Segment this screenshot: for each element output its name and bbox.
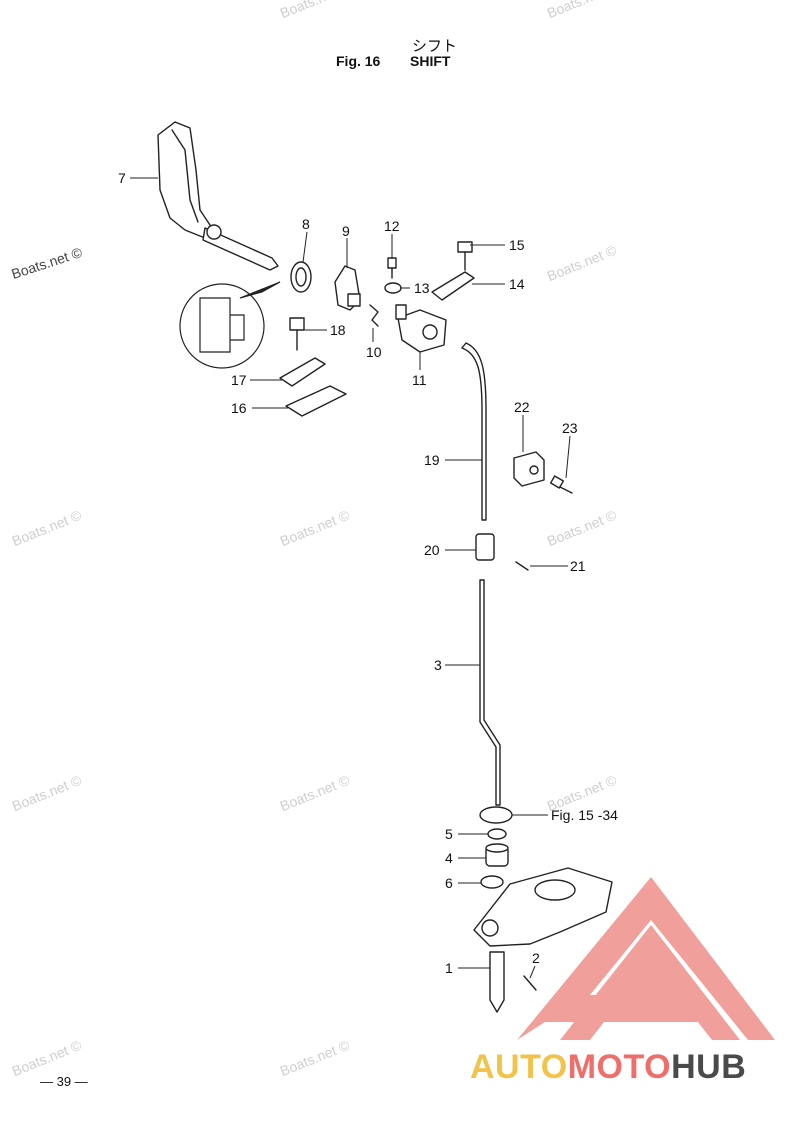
part-4-bushing: [485, 843, 509, 867]
part-19-shift-rod: [461, 342, 487, 521]
callout-22: 22: [514, 399, 530, 415]
callout-6: 6: [445, 875, 453, 891]
callout-20: 20: [424, 542, 440, 558]
brand-part-moto: MOTO: [567, 1048, 672, 1086]
leader-lines: [130, 177, 571, 979]
part-6-o-ring: [480, 875, 504, 889]
part-17-plate: [279, 357, 326, 387]
brand-wordmark: AUTOMOTOHUB: [470, 1048, 746, 1087]
callout-4: 4: [445, 850, 453, 866]
callout-21: 21: [570, 558, 586, 574]
part-10-clip: [369, 304, 379, 327]
callout-17: 17: [231, 372, 247, 388]
callout-2: 2: [532, 950, 540, 966]
figure-label: Fig. 16: [336, 53, 381, 69]
callout-23: 23: [562, 420, 578, 436]
callout-3: 3: [434, 657, 442, 673]
part-23-screw: [549, 475, 573, 494]
callout-5: 5: [445, 826, 453, 842]
callout-15: 15: [509, 237, 525, 253]
part-fig15-34-plate: [479, 806, 513, 824]
callout-16: 16: [231, 400, 247, 416]
part-7-shift-lever: [157, 121, 279, 271]
part-8-oil-seal: [290, 261, 312, 293]
part-16-plate: [285, 385, 347, 417]
part-15-bolt: [457, 241, 473, 271]
lower-housing: [473, 867, 613, 947]
detail-inset: [179, 281, 281, 369]
callout-12: 12: [384, 218, 400, 234]
part-2-pin: [523, 975, 537, 991]
page-number: — 39 —: [40, 1074, 88, 1089]
title-japanese: シフト: [412, 38, 458, 55]
callout-11: 11: [412, 372, 427, 388]
callout-7: 7: [118, 170, 126, 186]
callout-fig15-34: Fig. 15 -34: [551, 807, 618, 823]
callout-18: 18: [330, 322, 346, 338]
part-9-shift-arm: [334, 265, 361, 311]
part-18-bolt: [289, 317, 305, 351]
part-20-joint: [475, 533, 495, 561]
callout-13: 13: [414, 280, 430, 296]
callout-1: 1: [445, 960, 453, 976]
brand-part-auto: AUTO: [470, 1048, 568, 1086]
figure-title: SHIFT: [410, 53, 451, 69]
brand-logo-mark: [517, 877, 775, 1040]
part-21-pin: [515, 561, 529, 571]
callout-10: 10: [366, 344, 382, 360]
part-3-shift-rod: [479, 579, 501, 806]
brand-part-hub: HUB: [671, 1048, 747, 1086]
callout-8: 8: [302, 216, 310, 232]
part-14-plate: [431, 271, 475, 301]
part-11-bracket: [395, 304, 447, 353]
part-5-washer: [487, 828, 507, 840]
callout-19: 19: [424, 452, 440, 468]
part-13-washer: [384, 282, 402, 294]
part-1-shift-cam: [489, 951, 505, 1013]
part-12-screw: [387, 257, 397, 279]
part-22-block: [513, 451, 545, 487]
callout-9: 9: [342, 223, 350, 239]
callout-14: 14: [509, 276, 525, 292]
